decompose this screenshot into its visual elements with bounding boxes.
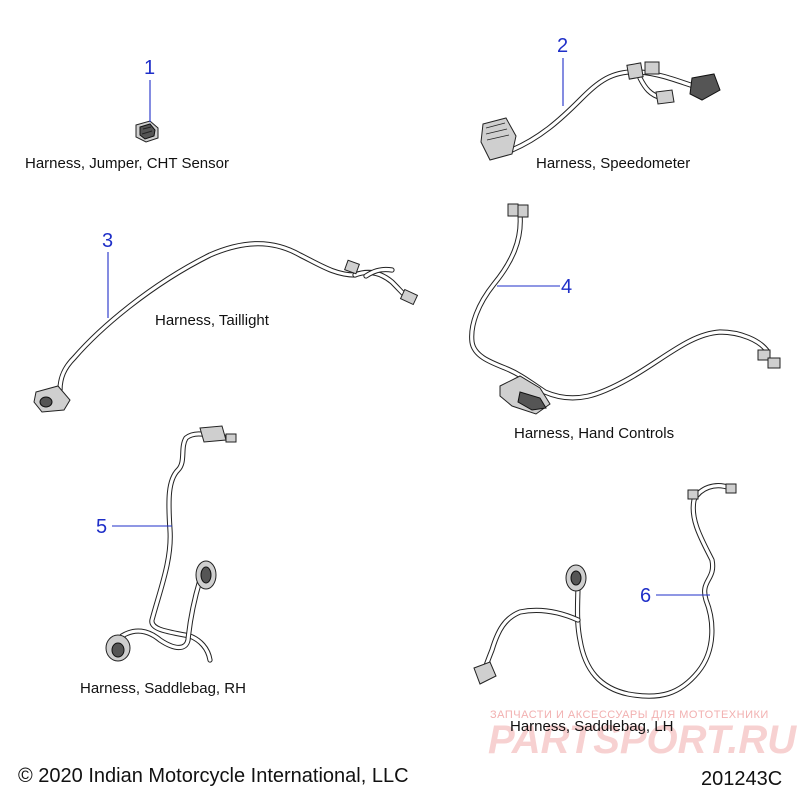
callout-2-number: 2: [557, 35, 568, 57]
part-4-label: Harness, Hand Controls: [514, 425, 674, 442]
watermark-tagline: ЗАПЧАСТИ И АКСЕССУАРЫ ДЛЯ МОТОТЕХНИКИ: [490, 709, 769, 721]
callout-3-number: 3: [102, 230, 113, 252]
part-3-taillight-illustration: [33, 241, 419, 413]
part-4-hand-controls-illustration: [469, 203, 781, 415]
part-2-speedometer-illustration: [480, 61, 721, 161]
part-3-label: Harness, Taillight: [155, 312, 270, 329]
watermark-brand: PARTSPORT.RU: [488, 718, 797, 762]
callout-4-number: 4: [561, 276, 572, 298]
part-5-label: Harness, Saddlebag, RH: [80, 680, 246, 697]
callout-6-number: 6: [640, 585, 651, 607]
part-1-label: Harness, Jumper, CHT Sensor: [25, 155, 229, 172]
callout-5-number: 5: [96, 516, 107, 538]
part-6-saddlebag-lh-illustration: [473, 483, 737, 699]
callout-1-number: 1: [144, 57, 155, 79]
part-2-label: Harness, Speedometer: [536, 155, 690, 172]
part-1-cht-jumper-illustration: [135, 120, 159, 143]
watermark-logo: ЗАПЧАСТИ И АКСЕССУАРЫ ДЛЯ МОТОТЕХНИКИ PA…: [488, 709, 797, 762]
part-6-label: Harness, Saddlebag, LH: [510, 718, 673, 735]
part-5-saddlebag-rh-illustration: [105, 425, 237, 663]
diagram-id: 201243C: [701, 768, 782, 790]
copyright-notice: © 2020 Indian Motorcycle International, …: [18, 765, 409, 787]
